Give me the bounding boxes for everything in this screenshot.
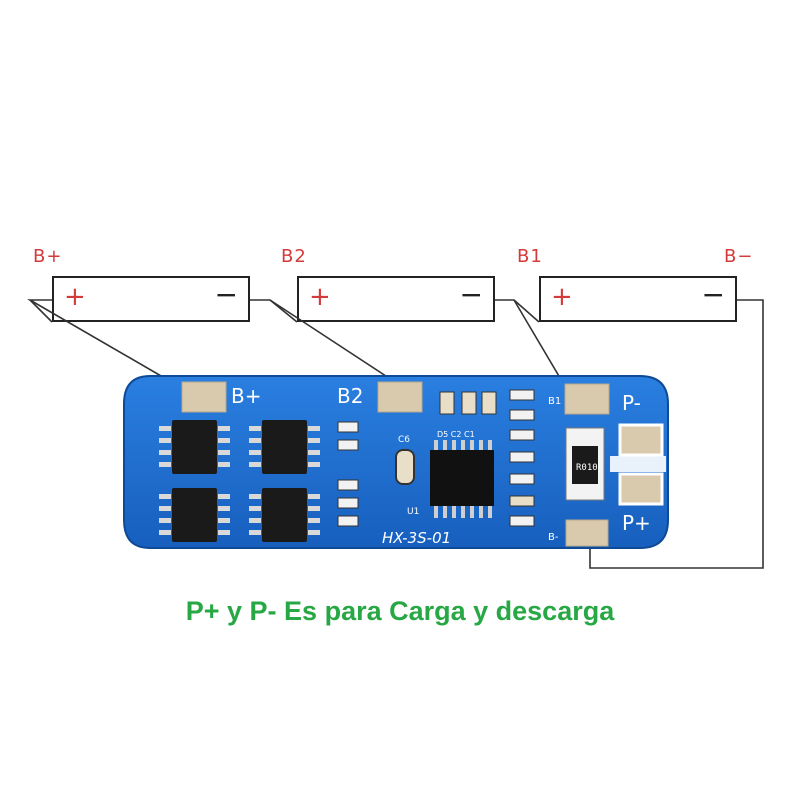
cell-plus-sign: + [309, 282, 331, 312]
mosfet-chip [262, 488, 307, 542]
cell-plus-sign: + [551, 282, 573, 312]
caption: P+ y P- Es para Carga y descarga [185, 596, 615, 626]
shunt-resistor-body [572, 446, 598, 484]
wire-b1 [495, 299, 567, 389]
capacitor-c6 [395, 449, 415, 485]
silk-pad-p-minus: P- [622, 391, 641, 415]
mosfet-chip [172, 420, 217, 474]
silk-b-minus: B- [548, 532, 559, 543]
wiring [27, 299, 764, 569]
label-b1: B1 [517, 246, 543, 267]
cell-plus-sign: + [64, 282, 86, 312]
silk-pad-b-plus: B+ [231, 384, 261, 408]
mosfet-chips [172, 420, 307, 542]
silk-b1: B1 [548, 396, 561, 407]
pad-b-minus [565, 519, 609, 547]
mosfet-chip [262, 420, 307, 474]
mosfet-chip [172, 488, 217, 542]
pad-p-plus-tab [618, 472, 664, 506]
controller-ic [430, 450, 494, 506]
wire-b-plus [27, 299, 169, 381]
label-b-plus: B+ [33, 246, 63, 267]
silk-d5: D5 C2 C1 [437, 430, 475, 439]
wire-b-minus [589, 299, 764, 569]
label-b2: B2 [281, 246, 307, 267]
pad-b-plus [181, 381, 227, 413]
passive-components [337, 389, 535, 527]
wire-b-plus-alt [29, 299, 53, 323]
battery-cell-3: + − [539, 276, 737, 322]
silk-model: HX-3S-01 [382, 529, 451, 547]
pad-p-connector [610, 456, 666, 472]
wire-b1-alt [513, 299, 540, 323]
cell-minus-sign: − [701, 278, 725, 311]
silk-u1: U1 [407, 507, 419, 517]
wire-b2-alt [269, 299, 298, 323]
silk-c6: C6 [398, 435, 410, 445]
silk-pad-b2: B2 [337, 384, 363, 408]
controller-ic-pins [434, 440, 492, 518]
cell-minus-sign: − [214, 278, 238, 311]
silk-resistor-marking: R010 [576, 463, 598, 473]
label-b-minus: B− [724, 246, 754, 267]
battery-cell-2: + − [297, 276, 495, 322]
wire-b2 [250, 299, 396, 383]
pad-p-minus-tab [618, 423, 664, 457]
mosfet-pins [159, 426, 320, 535]
silk-pad-p-plus: P+ [622, 511, 651, 535]
pad-b1 [564, 383, 610, 415]
pad-b2 [377, 381, 423, 413]
cell-minus-sign: − [459, 278, 483, 311]
battery-cell-1: + − [52, 276, 250, 322]
